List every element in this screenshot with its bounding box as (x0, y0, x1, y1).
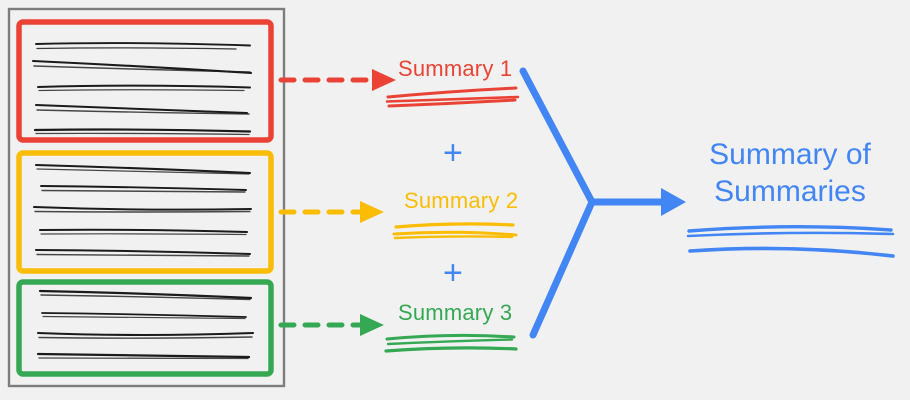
chunk-box-1[interactable] (16, 19, 274, 143)
chunk-box-3[interactable] (16, 279, 274, 377)
final-summary-label: Summary of Summaries (694, 137, 886, 210)
dashed-arrow-3 (278, 314, 384, 336)
dashed-arrow-2 (278, 201, 384, 223)
chunk-1-text-lines (31, 42, 253, 136)
final-summary-label-line-2: Summaries (714, 174, 866, 208)
chunk-2-text-lines (33, 163, 252, 257)
chunk-box-2[interactable] (16, 150, 274, 274)
merge-arrow (519, 67, 686, 339)
summary-3-label: Summary 3 (398, 300, 513, 325)
summary-2-label: Summary 2 (404, 188, 519, 213)
summary-1-squiggles (385, 86, 520, 108)
dashed-arrow-1 (278, 69, 396, 91)
plus-operator-1: + (443, 134, 463, 172)
document-container (7, 7, 286, 388)
final-summary-squiggles (686, 225, 895, 258)
final-summary-label-line-1: Summary of (709, 138, 871, 171)
summary-3-squiggles (384, 333, 518, 353)
plus-operator-2: + (443, 254, 463, 292)
chunk-3-text-lines (36, 289, 255, 360)
summary-1-label: Summary 1 (398, 56, 513, 81)
summary-2-squiggles (392, 222, 518, 240)
